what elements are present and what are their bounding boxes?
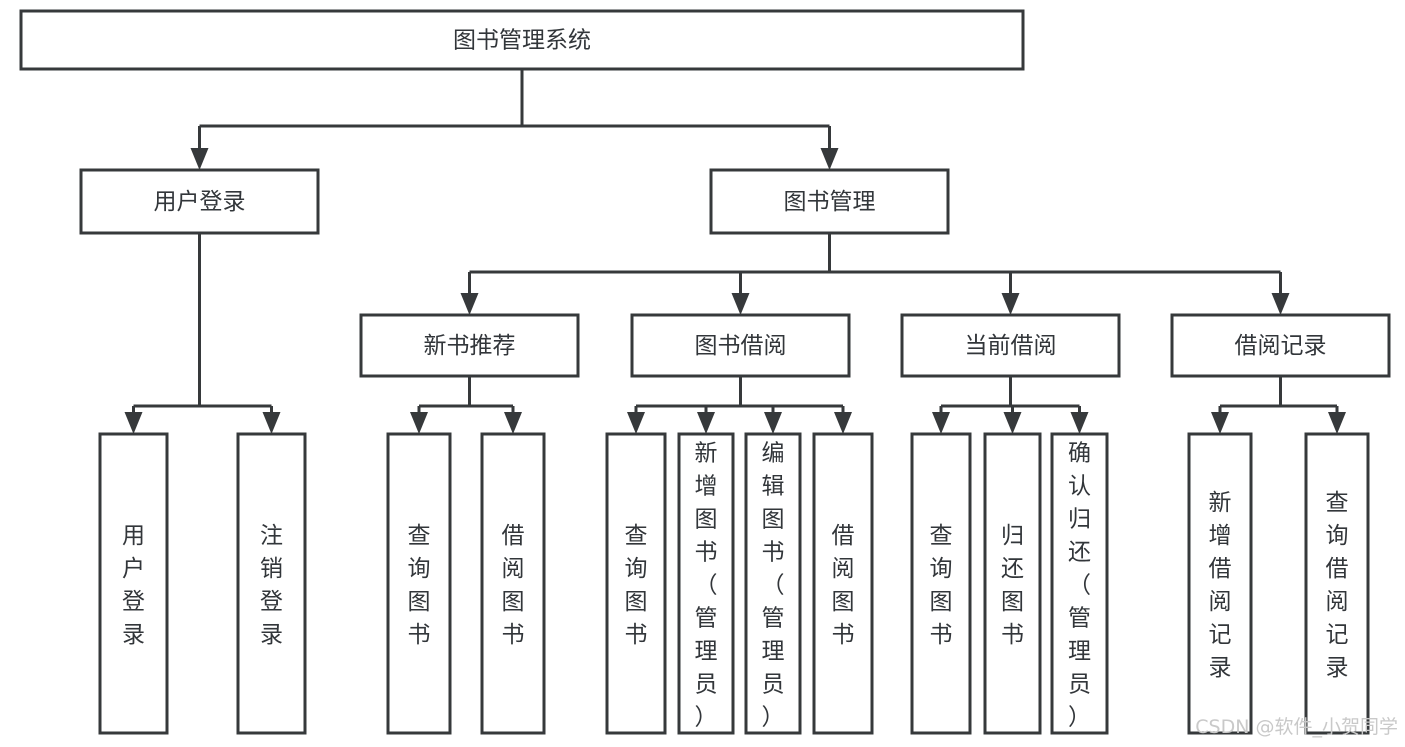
arrow-head-icon <box>1328 412 1346 434</box>
node-leaf-borrow-book-1-box[interactable] <box>480 432 546 735</box>
node-new-book-rec-label: 新书推荐 <box>424 333 516 359</box>
node-leaf-query-book-1-label: 查询图书 <box>408 523 431 648</box>
node-borrow-record-label: 借阅记录 <box>1235 333 1327 359</box>
node-book-borrow[interactable]: 图书借阅 <box>630 313 851 378</box>
node-new-book-rec[interactable]: 新书推荐 <box>359 313 580 378</box>
node-leaf-query-record[interactable]: 查询借阅记录 <box>1304 432 1370 735</box>
node-leaf-confirm-return-label: 确认归还（管理员） <box>1068 441 1091 731</box>
node-book-borrow-box[interactable] <box>630 313 851 378</box>
node-borrow-record-box[interactable] <box>1170 313 1391 378</box>
node-root-system-label: 图书管理系统 <box>453 28 591 54</box>
node-leaf-query-book-2-label: 查询图书 <box>625 523 648 648</box>
node-current-borrow[interactable]: 当前借阅 <box>900 313 1121 378</box>
node-book-manage[interactable]: 图书管理 <box>709 168 950 235</box>
node-leaf-query-record-label: 查询借阅记录 <box>1326 490 1349 681</box>
node-leaf-logout[interactable]: 注销登录 <box>236 432 307 735</box>
csdn-watermark: CSDN @软件_小贺同学 <box>1195 716 1398 738</box>
node-leaf-edit-book-label: 编辑图书（管理员） <box>762 441 785 731</box>
node-borrow-record[interactable]: 借阅记录 <box>1170 313 1391 378</box>
node-current-borrow-box[interactable] <box>900 313 1121 378</box>
node-leaf-add-record-label: 新增借阅记录 <box>1209 490 1232 681</box>
arrow-head-icon <box>1001 293 1020 315</box>
node-leaf-borrow-book-2-box[interactable] <box>812 432 874 735</box>
arrow-head-icon <box>932 412 950 434</box>
arrow-head-icon <box>1271 293 1290 315</box>
node-book-manage-label: 图书管理 <box>784 189 876 215</box>
node-leaf-add-record[interactable]: 新增借阅记录 <box>1187 432 1253 735</box>
node-leaf-query-book-3-label: 查询图书 <box>930 523 953 648</box>
node-layer: 图书管理系统用户登录图书管理新书推荐图书借阅当前借阅借阅记录用户登录注销登录查询… <box>19 9 1391 735</box>
node-leaf-logout-box[interactable] <box>236 432 307 735</box>
arrow-head-icon <box>731 293 750 315</box>
node-user-login[interactable]: 用户登录 <box>79 168 320 235</box>
node-leaf-query-book-3[interactable]: 查询图书 <box>910 432 972 735</box>
node-leaf-query-book-2-box[interactable] <box>605 432 667 735</box>
arrow-head-icon <box>1003 412 1022 434</box>
node-leaf-add-book-label: 新增图书（管理员） <box>695 441 718 731</box>
arrow-head-icon <box>504 412 522 434</box>
node-leaf-edit-book[interactable]: 编辑图书（管理员） <box>744 432 802 735</box>
node-leaf-confirm-return[interactable]: 确认归还（管理员） <box>1050 432 1109 735</box>
node-leaf-user-login-label: 用户登录 <box>122 523 145 648</box>
arrow-head-icon <box>627 412 645 434</box>
node-leaf-user-login-box[interactable] <box>98 432 169 735</box>
node-user-login-box[interactable] <box>79 168 320 235</box>
node-root-system-box[interactable] <box>19 9 1025 71</box>
arrow-head-icon <box>1211 412 1229 434</box>
node-leaf-confirm-return-box[interactable] <box>1050 432 1109 735</box>
node-leaf-user-login[interactable]: 用户登录 <box>98 432 169 735</box>
node-user-login-label: 用户登录 <box>154 189 246 215</box>
node-leaf-borrow-book-1[interactable]: 借阅图书 <box>480 432 546 735</box>
node-new-book-rec-box[interactable] <box>359 313 580 378</box>
arrow-head-icon <box>410 412 428 434</box>
node-leaf-logout-label: 注销登录 <box>260 523 283 648</box>
arrow-head-icon <box>834 412 852 434</box>
node-leaf-edit-book-box[interactable] <box>744 432 802 735</box>
node-book-borrow-label: 图书借阅 <box>695 333 787 359</box>
arrow-head-icon <box>190 148 209 170</box>
connector-layer <box>124 69 1346 434</box>
node-leaf-query-book-1-box[interactable] <box>386 432 452 735</box>
arrow-head-icon <box>1070 412 1089 434</box>
arrow-head-icon <box>820 148 839 170</box>
arrow-head-icon <box>697 412 715 434</box>
node-leaf-borrow-book-2[interactable]: 借阅图书 <box>812 432 874 735</box>
node-leaf-add-record-box[interactable] <box>1187 432 1253 735</box>
arrow-head-icon <box>764 412 782 434</box>
node-current-borrow-label: 当前借阅 <box>965 333 1057 359</box>
node-leaf-borrow-book-1-label: 借阅图书 <box>502 523 525 648</box>
node-leaf-add-book-box[interactable] <box>677 432 735 735</box>
node-leaf-return-book-box[interactable] <box>983 432 1042 735</box>
node-book-manage-box[interactable] <box>709 168 950 235</box>
node-leaf-return-book-label: 归还图书 <box>1001 523 1024 648</box>
arrow-head-icon <box>262 412 281 434</box>
node-leaf-query-book-1[interactable]: 查询图书 <box>386 432 452 735</box>
arrow-head-icon <box>124 412 143 434</box>
node-leaf-borrow-book-2-label: 借阅图书 <box>832 523 855 648</box>
node-leaf-add-book[interactable]: 新增图书（管理员） <box>677 432 735 735</box>
node-leaf-query-record-box[interactable] <box>1304 432 1370 735</box>
node-leaf-query-book-3-box[interactable] <box>910 432 972 735</box>
node-leaf-return-book[interactable]: 归还图书 <box>983 432 1042 735</box>
arrow-head-icon <box>460 293 479 315</box>
node-leaf-query-book-2[interactable]: 查询图书 <box>605 432 667 735</box>
node-root-system[interactable]: 图书管理系统 <box>19 9 1025 71</box>
